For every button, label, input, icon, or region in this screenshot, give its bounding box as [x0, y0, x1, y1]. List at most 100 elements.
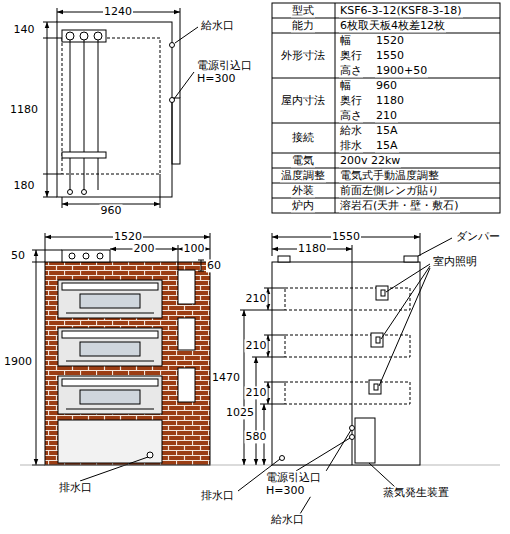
table-cell: 接続: [291, 131, 315, 144]
drawing-stroke: [62, 38, 160, 174]
drawing-stroke: [80, 390, 140, 404]
drawing-stroke: [58, 328, 162, 366]
drawing-stroke: [278, 256, 290, 262]
table-cell: 外形寸法: [280, 49, 326, 62]
drawing-stroke: [240, 288, 285, 404]
drawing-stroke: [379, 264, 430, 386]
drawing-stroke: [178, 368, 195, 402]
table-cell: 屋内寸法: [280, 94, 326, 107]
drawing-stroke: [20, 465, 500, 466]
dimension-label: 100: [183, 242, 206, 255]
drawing-stroke: [404, 256, 418, 262]
drawing-stroke: [170, 43, 175, 48]
drawing-stroke: [69, 253, 75, 259]
callout-label: 排水口: [200, 489, 235, 502]
drawing-stroke: [352, 245, 353, 262]
drawing-stroke: [371, 333, 383, 347]
drawing-stroke: [272, 3, 500, 213]
drawing-stroke: [381, 290, 385, 296]
dimension-label: 210: [245, 292, 268, 305]
drawing-stroke: [80, 32, 88, 40]
plan-view: [43, 8, 198, 208]
drawing-stroke: [58, 376, 162, 414]
dimension-label: 210: [245, 386, 268, 399]
drawing-stroke: [83, 253, 89, 259]
dimension-label: 200: [133, 242, 156, 255]
table-cell: 210: [375, 109, 398, 122]
dimension-label: 60: [206, 259, 222, 272]
table-cell: 幅: [339, 34, 352, 47]
callout-label: 給水口: [270, 513, 305, 526]
drawing-stroke: [285, 382, 410, 404]
drawing-stroke: [66, 313, 154, 314]
table-cell: 給水: [339, 124, 363, 137]
table-cell: 15A: [375, 124, 399, 137]
drawing-stroke: [62, 331, 158, 338]
dimension-label: 50: [10, 249, 26, 262]
drawing-stroke: [268, 382, 269, 404]
drawing-stroke: [45, 262, 210, 465]
drawing-stroke: [369, 463, 395, 487]
table-cell: 奥行: [339, 49, 363, 62]
dimension-label: 960: [100, 204, 123, 217]
drawing-stroke: [58, 280, 162, 414]
drawing-stroke: [68, 190, 73, 195]
drawing-stroke: [178, 318, 195, 350]
table-cell: KSF6-3-12(KSF8-3-18): [339, 4, 463, 17]
table-cell: 15A: [375, 139, 399, 152]
drawing-stroke: [58, 280, 162, 318]
callout-label: 室内照明: [432, 255, 478, 268]
dimension-label: 1025: [225, 406, 255, 419]
drawing-stroke: [62, 283, 158, 290]
drawing-stroke: [376, 337, 380, 343]
drawing-stroke: [66, 361, 154, 362]
dimension-label: 1470: [211, 371, 241, 384]
drawing-stroke: [97, 253, 103, 259]
table-cell: 1550: [375, 49, 405, 62]
drawing-stroke: [94, 32, 102, 40]
callout-label: ダンパー: [455, 230, 501, 243]
dimension-label: 140: [13, 23, 36, 36]
drawing-stroke: [47, 22, 48, 197]
callout-label: 電源引込口 H=300: [265, 471, 329, 497]
drawing-stroke: [268, 335, 269, 357]
callout-label: 電源引込口 H=300: [196, 59, 260, 85]
drawing-stroke: [272, 3, 500, 213]
drawing-stroke: [66, 32, 74, 40]
drawing-stroke: [355, 418, 375, 463]
drawing-stroke: [198, 260, 204, 271]
drawing-stroke: [272, 262, 420, 465]
drawing-stroke: [178, 270, 195, 304]
table-cell: 前面左側レンガ貼り: [339, 184, 440, 197]
drawing-stroke: [178, 245, 179, 270]
drawing-stroke: [280, 456, 285, 461]
drawing-stroke: [172, 98, 180, 164]
dimension-label: 1180: [297, 242, 327, 255]
table-cell: 1520: [375, 34, 405, 47]
spec-table: [272, 3, 500, 213]
callout-label: 蒸気発生装置: [382, 486, 450, 499]
table-cell: 高さ: [339, 64, 363, 77]
dimension-label: 580: [245, 430, 268, 443]
dimension-label: 1180: [9, 103, 39, 116]
drawing-stroke: [62, 379, 158, 386]
drawing-stroke: [80, 457, 148, 481]
drawing-stroke: [20, 233, 500, 481]
table-cell: 外装: [291, 184, 315, 197]
drawing-stroke: [58, 420, 162, 463]
dimension-label: 180: [13, 179, 36, 192]
table-cell: 6枚取天板4枚差12枚: [339, 19, 446, 32]
drawing-stroke: [62, 250, 110, 262]
drawing-stroke: [80, 294, 140, 308]
drawing-stroke: [62, 152, 106, 158]
drawing-stroke: [170, 98, 175, 103]
drawing-stroke: [62, 174, 160, 208]
drawing-stroke: [285, 335, 410, 357]
table-cell: 1900+50: [375, 64, 428, 77]
drawing-stroke: [256, 357, 257, 465]
table-cell: 幅: [339, 79, 352, 92]
callout-label: 給水口: [200, 19, 235, 32]
drawing-stroke: [43, 22, 62, 197]
drawing-stroke: [376, 286, 388, 300]
dimension-label: 1550: [331, 230, 361, 243]
